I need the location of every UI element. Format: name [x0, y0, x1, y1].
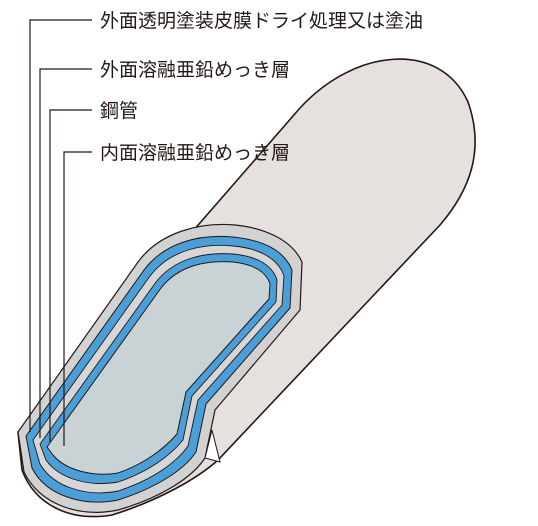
label-steel-pipe: 鋼管 — [100, 100, 138, 122]
leader-steel-pipe — [49, 109, 92, 442]
label-inner-galvanized-layer: 内面溶融亜鉛めっき層 — [100, 142, 290, 164]
cut-notch-detail — [204, 429, 221, 463]
label-outer-clear-coating: 外面透明塗装皮膜ドライ処理又は塗油 — [100, 9, 423, 32]
pipe-interior — [46, 261, 271, 475]
leader-outer-galvanized — [39, 68, 92, 438]
leader-outer-clear-coating — [29, 19, 92, 432]
label-outer-galvanized-layer: 外面溶融亜鉛めっき層 — [100, 59, 290, 81]
leader-inner-galvanized — [63, 151, 92, 446]
